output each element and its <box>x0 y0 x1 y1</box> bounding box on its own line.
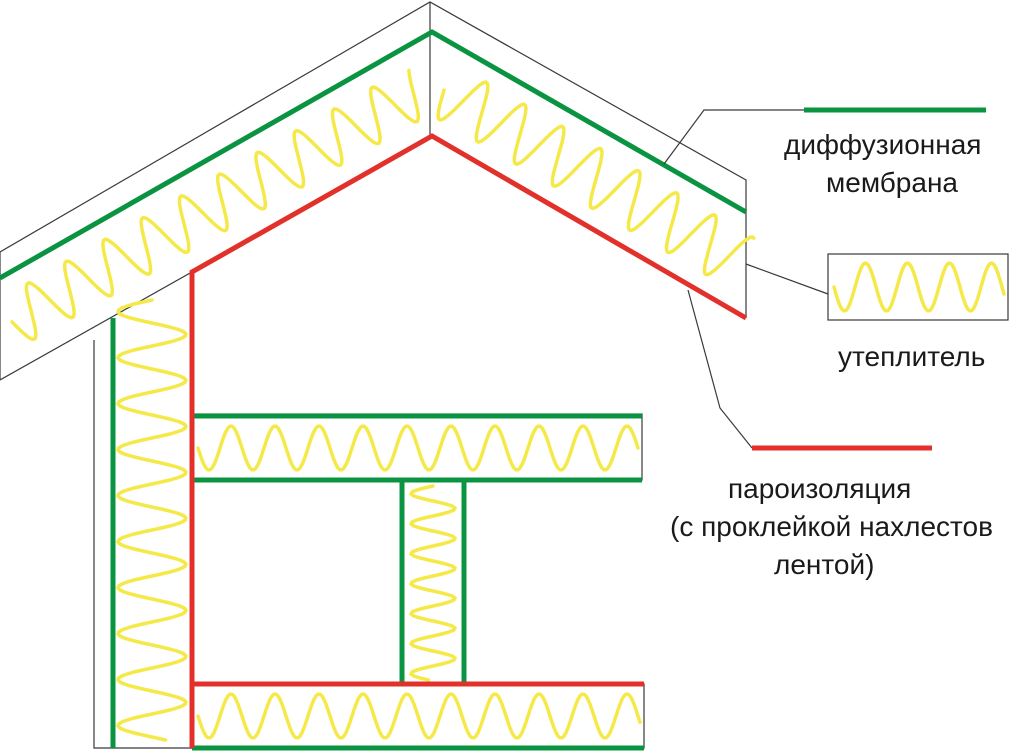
vapor-label-line3: лентой) <box>774 549 874 580</box>
roof-right-insulation <box>436 80 756 277</box>
roof-left-insulation <box>10 68 421 342</box>
membrane-leader-line <box>663 109 804 165</box>
insulation-layer <box>10 68 1006 742</box>
vapor-leader-line <box>687 289 753 449</box>
roof-outline <box>0 1 747 318</box>
insulation-leader-line <box>745 263 829 295</box>
insulation-label: утеплитель <box>838 341 985 372</box>
outer-wall-insulation <box>116 298 188 742</box>
membrane-label-line2: мембрана <box>826 167 958 198</box>
insulation-legend-swatch <box>827 253 1009 321</box>
middle-floor-insulation <box>196 424 640 472</box>
vapor-label-line1: пароизоляция <box>728 473 911 504</box>
membrane-label-line1: диффузионная <box>784 129 981 160</box>
vapor-barrier-lines <box>189 133 748 748</box>
vapor-label-line2: (с проклейкой нахлестов <box>670 511 993 542</box>
vapor-barrier-main <box>189 133 748 748</box>
roof-membrane <box>0 29 748 281</box>
bottom-floor-insulation <box>196 692 642 740</box>
insulation-legend-squiggle <box>832 261 1006 313</box>
interior-wall-insulation <box>408 484 458 682</box>
outer-wall-outline <box>93 340 192 749</box>
membrane-lines <box>0 29 748 751</box>
